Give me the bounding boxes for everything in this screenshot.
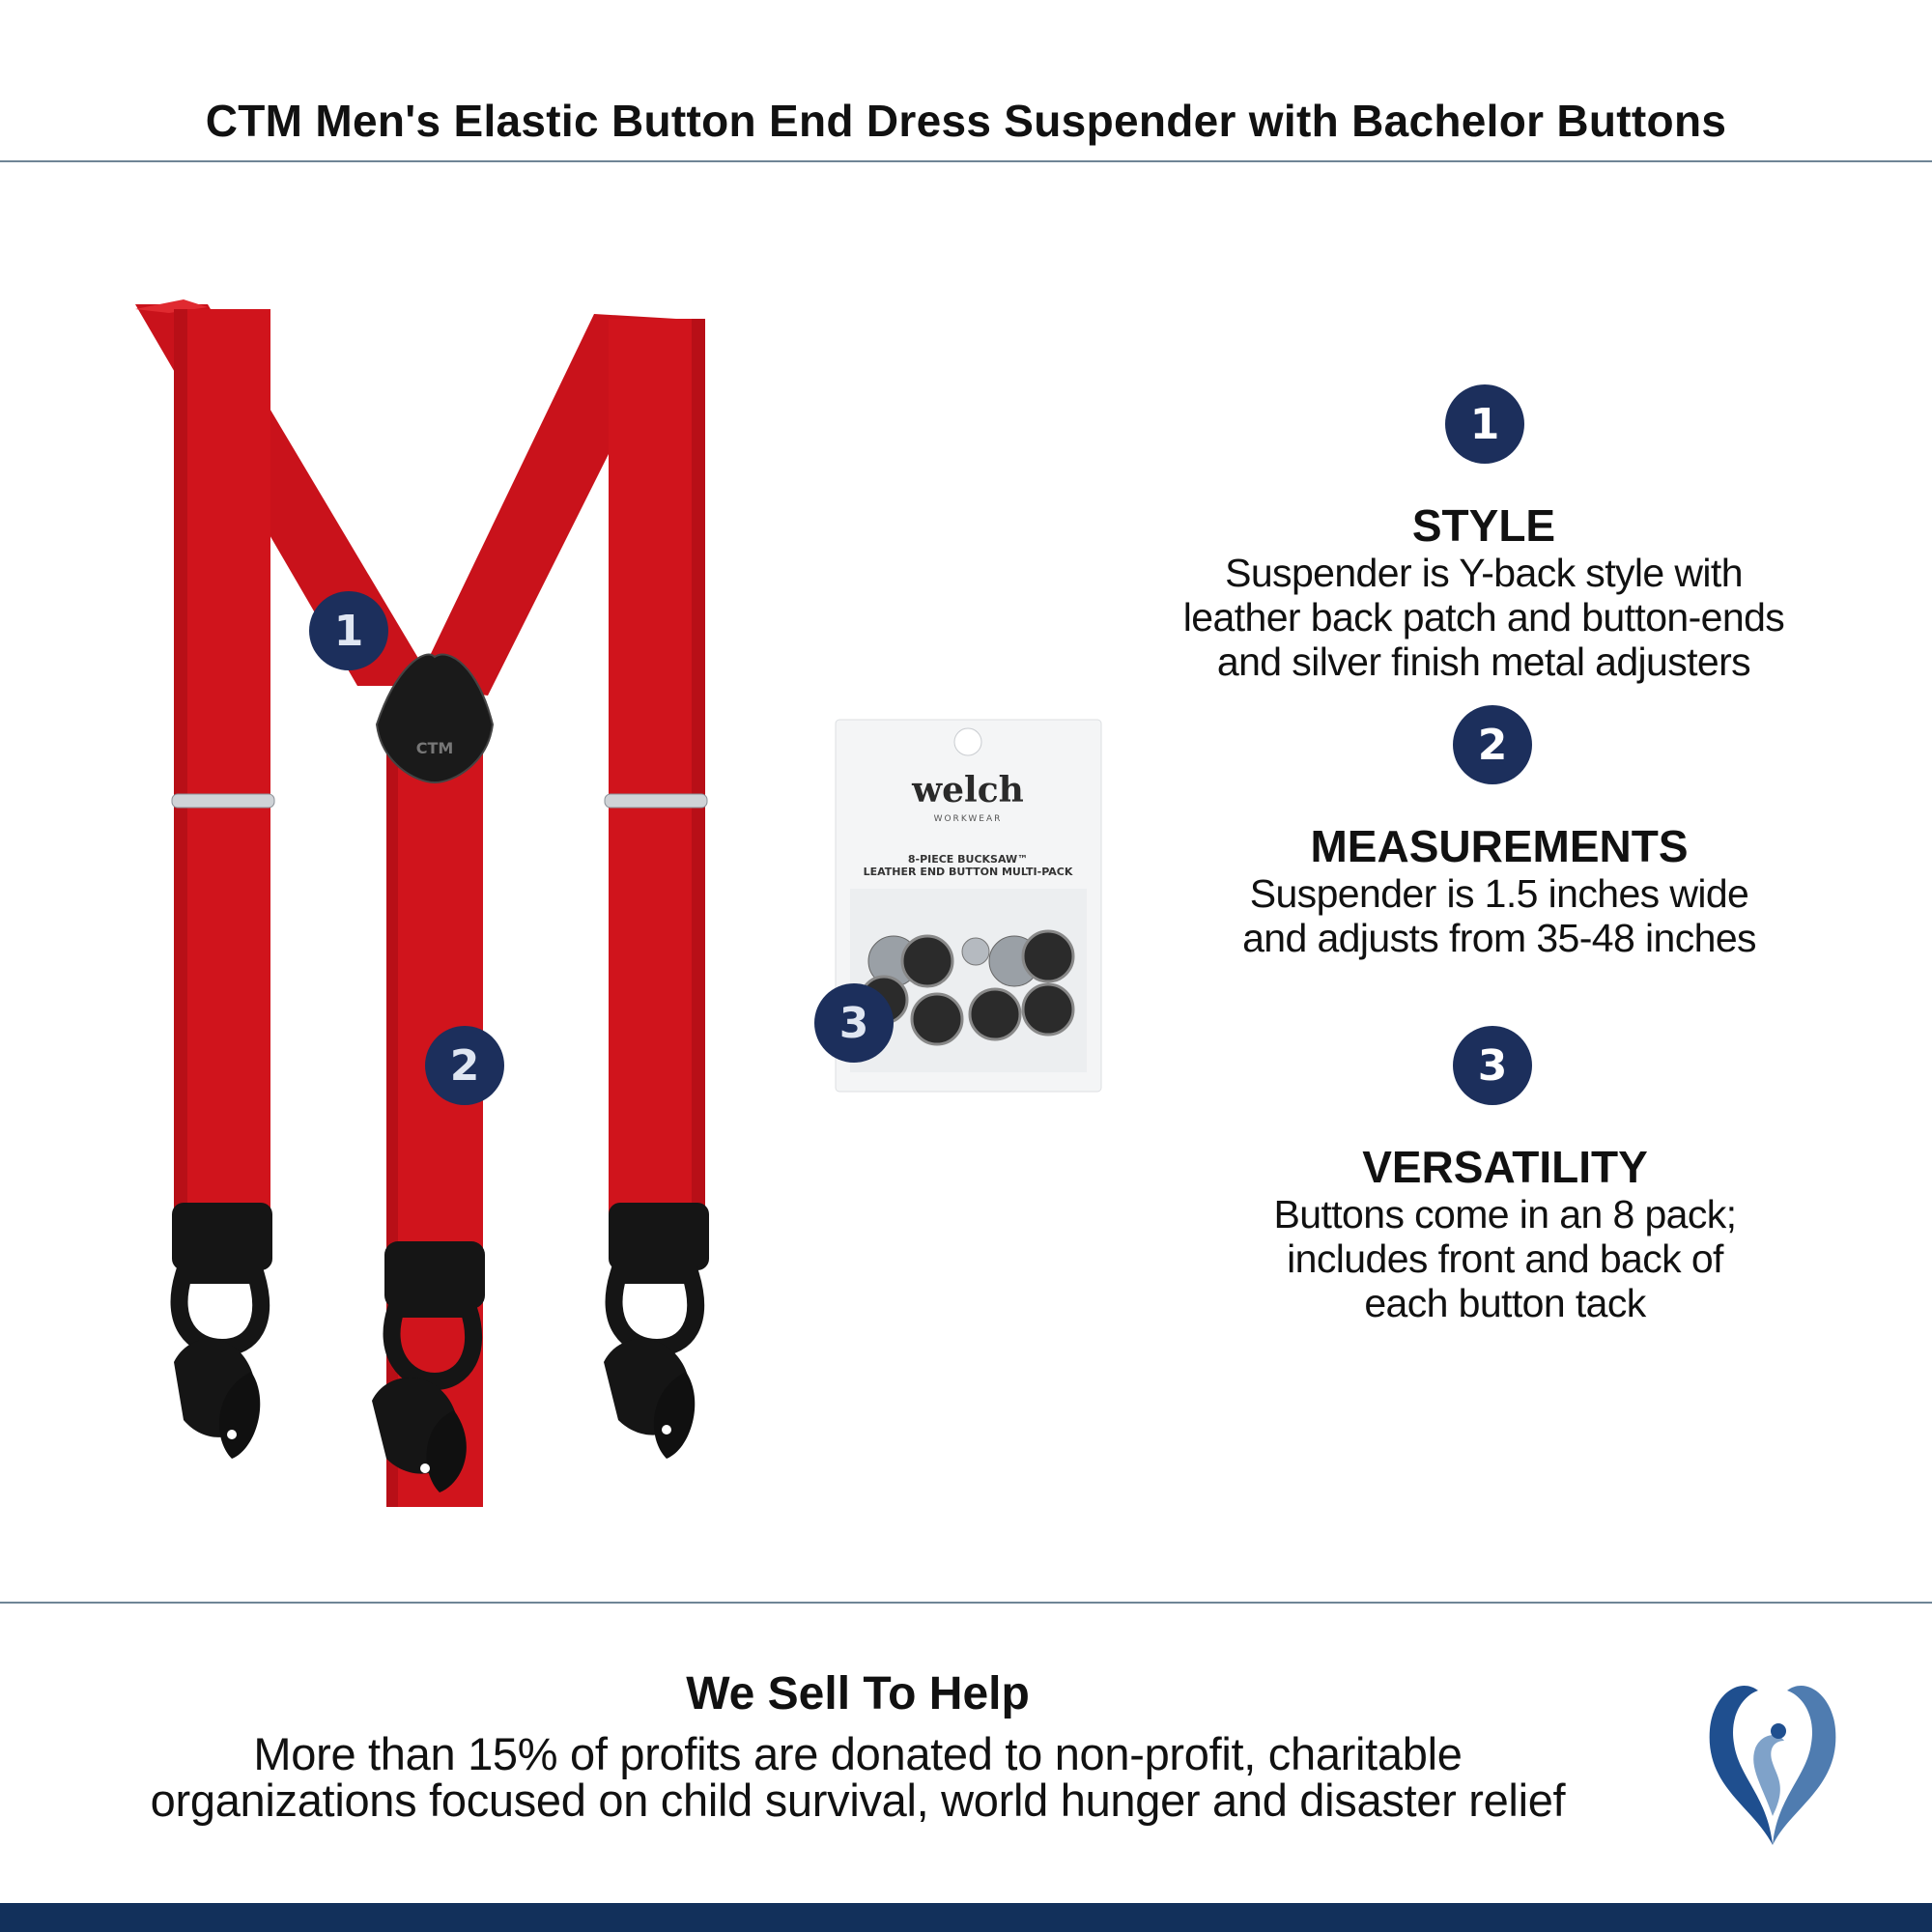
feature-style-line: Suspender is Y-back style with — [1225, 551, 1743, 595]
feature-measurements: MEASUREMENTS Suspender is 1.5 inches wid… — [1151, 821, 1847, 960]
page-title: CTM Men's Elastic Button End Dress Suspe… — [205, 96, 1727, 146]
left-leather-end — [170, 1203, 272, 1459]
help-text: More than 15% of profits are donated to … — [77, 1731, 1638, 1824]
pack-line-1: 8-PIECE BUCKSAW™ — [908, 853, 1028, 866]
image-marker-1: 1 — [309, 591, 388, 670]
image-marker-2: 2 — [425, 1026, 504, 1105]
feature-2-badge: 2 — [1453, 705, 1532, 784]
pack-buttons — [859, 929, 1075, 1046]
feature-versatility-line: each button tack — [1364, 1281, 1646, 1325]
feature-measurements-line: Suspender is 1.5 inches wide — [1249, 871, 1749, 916]
feature-measurements-title: MEASUREMENTS — [1310, 821, 1689, 871]
help-text-line: organizations focused on child survival,… — [150, 1775, 1566, 1826]
image-marker-3: 3 — [814, 983, 894, 1063]
help-text-line: More than 15% of profits are donated to … — [253, 1728, 1463, 1779]
right-front-strap — [609, 319, 705, 1236]
suspender-illustration: CTM — [135, 299, 709, 1507]
feature-measurements-line: and adjusts from 35-48 inches — [1242, 916, 1756, 960]
feature-versatility-title: VERSATILITY — [1362, 1142, 1648, 1192]
button-pack-illustration: welch WORKWEAR 8-PIECE BUCKSAW™ LEATHER … — [835, 719, 1102, 1093]
feature-versatility-line: Buttons come in an 8 pack; — [1273, 1192, 1738, 1236]
feature-style-line: leather back patch and button-ends — [1182, 595, 1785, 639]
left-metal-adjuster — [171, 793, 275, 809]
pack-brand: welch — [911, 770, 1024, 810]
charity-heart-logo-icon — [1709, 1685, 1836, 1845]
pack-sub-brand: WORKWEAR — [934, 814, 1003, 824]
feature-style-line: and silver finish metal adjusters — [1216, 639, 1751, 684]
feature-3-badge: 3 — [1453, 1026, 1532, 1105]
right-leather-end — [604, 1203, 709, 1459]
patch-label: CTM — [416, 739, 454, 757]
feature-style-title: STYLE — [1411, 500, 1556, 551]
leather-back-patch — [375, 653, 495, 784]
pack-line-2: LEATHER END BUTTON MULTI-PACK — [864, 866, 1073, 878]
center-leather-end — [372, 1241, 485, 1492]
header-divider — [0, 160, 1932, 162]
feature-versatility: VERSATILITY Buttons come in an 8 pack; i… — [1157, 1142, 1853, 1325]
footer-bar — [0, 1903, 1932, 1932]
footer-divider — [0, 1602, 1932, 1604]
feature-versatility-line: includes front and back of — [1287, 1236, 1723, 1281]
help-title: We Sell To Help — [686, 1668, 1030, 1719]
feature-1-badge: 1 — [1445, 384, 1524, 464]
right-metal-adjuster — [604, 793, 708, 809]
feature-style: STYLE Suspender is Y-back style with lea… — [1136, 500, 1832, 684]
left-front-strap — [174, 309, 270, 1236]
